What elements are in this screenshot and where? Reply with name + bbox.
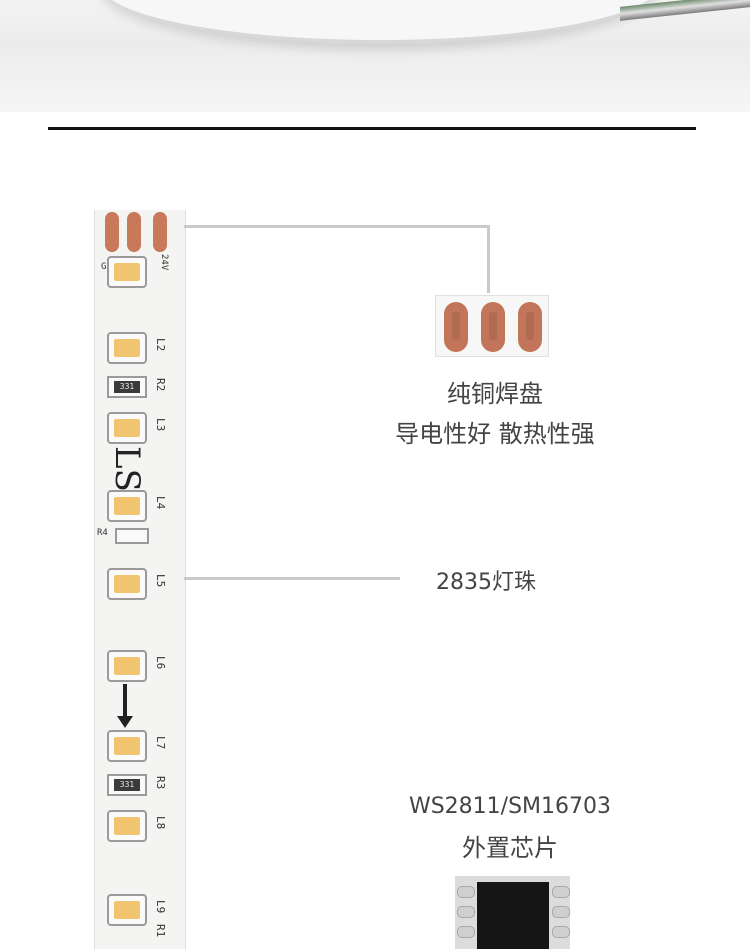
resistor [115, 528, 149, 544]
led-label-text: 2835灯珠 [436, 570, 536, 595]
led-strip-roll [100, 0, 660, 44]
led-label: L3 [154, 418, 167, 432]
led-chip [107, 568, 147, 600]
resistor: 331 [107, 376, 147, 398]
resistor-label: R2 [154, 378, 167, 392]
callout-line-pad [184, 225, 490, 228]
led-label: L4 [154, 496, 167, 510]
led-chip [107, 412, 147, 444]
copper-pad-zoom [435, 295, 549, 357]
led-chip [107, 256, 147, 288]
led-chip [107, 810, 147, 842]
pad-subtitle: 导电性好 散热性强 [395, 420, 595, 448]
led-label: L5 [154, 574, 167, 588]
section-divider [48, 127, 696, 130]
callout-line-pad-vertical [487, 225, 490, 293]
copper-pad [153, 212, 167, 252]
chip-zoom [455, 876, 570, 949]
resistor: 331 [107, 774, 147, 796]
led-label: L9 [154, 900, 167, 914]
product-photo-band [0, 0, 750, 112]
callout-line-led [184, 577, 400, 580]
led-label: L8 [154, 816, 167, 830]
led-chip [107, 650, 147, 682]
copper-pad [127, 212, 141, 252]
led-chip [107, 894, 147, 926]
chip-subtitle: 外置芯片 [462, 834, 558, 862]
led-label: L7 [154, 736, 167, 750]
resistor-label: R4 [97, 528, 108, 538]
copper-pad [105, 212, 119, 252]
led-chip [107, 490, 147, 522]
led-strip-closeup: GND 24V L2 331 R2 L3 LS L4 R4 L5 L6 L7 3… [94, 210, 186, 949]
led-label: L2 [154, 338, 167, 352]
brand-mark: LS [107, 446, 147, 492]
direction-arrow-icon [117, 684, 133, 728]
led-label: L6 [154, 656, 167, 670]
led-chip [107, 332, 147, 364]
chip-title: WS2811/SM16703 [408, 794, 612, 819]
pad-title: 纯铜焊盘 [447, 380, 543, 408]
resistor-label: R3 [154, 776, 167, 790]
ic-body [477, 882, 549, 949]
power-label: 24V [159, 254, 169, 271]
resistor-label: R1 [154, 924, 167, 938]
led-chip [107, 730, 147, 762]
